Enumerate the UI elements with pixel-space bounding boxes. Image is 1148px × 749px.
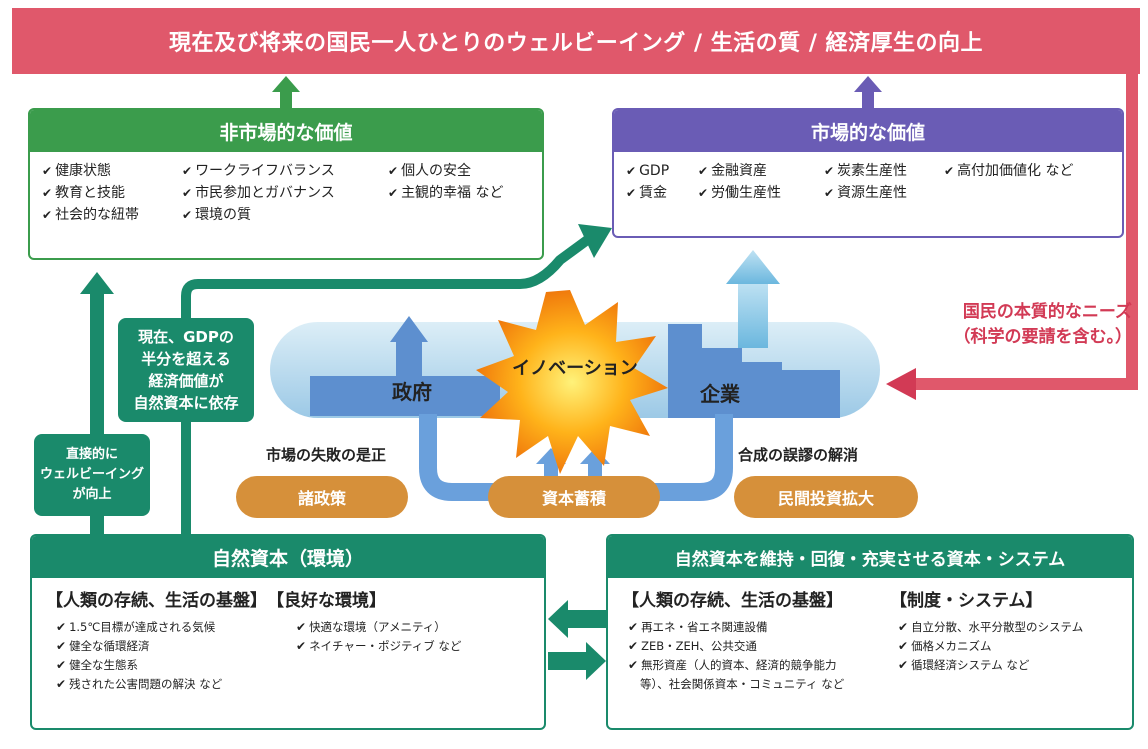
good-environment-heading: 【良好な環境】 bbox=[267, 591, 386, 611]
list-item: 社会的な紐帯 bbox=[42, 204, 176, 226]
list-item: 健康状態 bbox=[42, 160, 176, 182]
list-item: 金融資産 bbox=[698, 160, 818, 182]
natural-environment-list: 快適な環境（アメニティ） ネイチャー・ポジティブ など bbox=[296, 618, 516, 694]
fallacy-composition-label: 合成の誤謬の解消 bbox=[738, 446, 859, 464]
needs-arrow bbox=[910, 70, 1138, 390]
callout-line: 現在、GDPの bbox=[138, 328, 234, 346]
business-buildings bbox=[668, 324, 840, 418]
innovation-burst bbox=[476, 290, 668, 474]
callout-line: が向上 bbox=[72, 487, 112, 502]
list-item: 価格メカニズム bbox=[898, 637, 1118, 656]
nonmarket-value-box: 非市場的な価値 健康状態 ワークライフバランス 個人の安全 教育と技能 市民参加… bbox=[28, 108, 544, 260]
list-item: ワークライフバランス bbox=[182, 160, 382, 182]
callout-line: 経済価値が bbox=[148, 372, 224, 390]
arrow-nonmarket-to-banner bbox=[272, 76, 300, 110]
list-item: 残された公害問題の解決 など bbox=[56, 675, 296, 694]
innovation-label: イノベーション bbox=[512, 358, 638, 379]
survival-basis-heading: 【人類の存続、生活の基盤】 bbox=[46, 591, 267, 611]
private-investment-pill: 民間投資拡大 bbox=[734, 476, 918, 518]
list-item: 健全な循環経済 bbox=[56, 637, 296, 656]
capital-systems-box: 自然資本を維持・回復・充実させる資本・システム 【人類の存続、生活の基盤】 【制… bbox=[606, 534, 1134, 730]
market-failure-label: 市場の失敗の是正 bbox=[266, 446, 387, 464]
nonmarket-value-list: 健康状態 ワークライフバランス 個人の安全 教育と技能 市民参加とガバナンス 主… bbox=[30, 152, 542, 234]
list-item: 賃金 bbox=[626, 182, 692, 204]
list-item: 快適な環境（アメニティ） bbox=[296, 618, 516, 637]
business-to-market-arrow bbox=[726, 250, 780, 348]
list-item: 市民参加とガバナンス bbox=[182, 182, 382, 204]
list-item: GDP bbox=[626, 160, 692, 182]
capital-accumulation-pill: 資本蓄積 bbox=[488, 476, 660, 518]
list-item: 個人の安全 bbox=[388, 160, 542, 182]
wellbeing-banner: 現在及び将来の国民一人ひとりのウェルビーイング / 生活の質 / 経済厚生の向上 bbox=[12, 8, 1140, 74]
policies-pill: 諸政策 bbox=[236, 476, 408, 518]
needs-arrowhead bbox=[886, 368, 916, 400]
nature-to-market-arrowhead bbox=[578, 224, 612, 258]
list-item: 健全な生態系 bbox=[56, 656, 296, 675]
citizen-needs-line2: （科学の要請を含む。） bbox=[953, 327, 1133, 347]
list-item: 教育と技能 bbox=[42, 182, 176, 204]
direct-wellbeing-callout: 直接的に ウェルビーイング が向上 bbox=[34, 434, 150, 516]
list-item-continued: 等）、社会関係資本・コミュニティ など bbox=[640, 677, 845, 691]
list-item: 無形資産（人的資本、経済的競争能力 bbox=[628, 656, 898, 675]
systems-survival-heading: 【人類の存続、生活の基盤】 bbox=[622, 591, 843, 611]
callout-line: 直接的に bbox=[65, 447, 118, 462]
nature-to-market-flow bbox=[181, 233, 593, 536]
list-item: 高付加価値化 など bbox=[944, 160, 1122, 182]
gdp-dependence-callout: 現在、GDPの 半分を超える 経済価値が 自然資本に依存 bbox=[118, 318, 254, 422]
systems-to-nature-arrow bbox=[548, 600, 606, 638]
list-item: 資源生産性 bbox=[824, 182, 938, 204]
list-item: 主観的幸福 など bbox=[388, 182, 542, 204]
capital-systems-title: 自然資本を維持・回復・充実させる資本・システム bbox=[608, 536, 1132, 578]
list-item: 自立分散、水平分散型のシステム bbox=[898, 618, 1118, 637]
list-item: 労働生産性 bbox=[698, 182, 818, 204]
callout-line: 自然資本に依存 bbox=[133, 394, 239, 412]
nature-to-systems-arrow bbox=[548, 642, 606, 680]
list-item: ZEB・ZEH、公共交通 bbox=[628, 637, 898, 656]
list-item: 再エネ・省エネ関連設備 bbox=[628, 618, 898, 637]
callout-line: 半分を超える bbox=[141, 350, 231, 368]
list-item: 炭素生産性 bbox=[824, 160, 938, 182]
list-item: 循環経済システム など bbox=[898, 656, 1118, 675]
list-item: ネイチャー・ポジティブ など bbox=[296, 637, 516, 656]
market-value-box: 市場的な価値 GDP 金融資産 炭素生産性 高付加価値化 など 賃金 労働生産性… bbox=[612, 108, 1124, 238]
list-item: 1.5℃目標が達成される気候 bbox=[56, 618, 296, 637]
list-item: 環境の質 bbox=[182, 204, 382, 226]
nonmarket-value-title: 非市場的な価値 bbox=[30, 110, 542, 152]
citizen-needs-line1: 国民の本質的なニーズ bbox=[962, 302, 1132, 322]
natural-capital-box: 自然資本（環境） 【人類の存続、生活の基盤】 【良好な環境】 1.5℃目標が達成… bbox=[30, 534, 546, 730]
market-value-title: 市場的な価値 bbox=[614, 110, 1122, 152]
natural-survival-list: 1.5℃目標が達成される気候 健全な循環経済 健全な生態系 残された公害問題の解… bbox=[46, 618, 296, 694]
business-label: 企業 bbox=[700, 382, 740, 406]
market-value-list: GDP 金融資産 炭素生産性 高付加価値化 など 賃金 労働生産性 資源生産性 bbox=[614, 152, 1122, 212]
institutions-heading: 【制度・システム】 bbox=[890, 591, 1043, 611]
government-label: 政府 bbox=[392, 380, 432, 404]
government-building bbox=[310, 316, 500, 416]
callout-line: ウェルビーイング bbox=[39, 467, 144, 482]
arrow-market-to-banner bbox=[854, 76, 882, 110]
natural-capital-title: 自然資本（環境） bbox=[32, 536, 544, 578]
systems-survival-list: 再エネ・省エネ関連設備 ZEB・ZEH、公共交通 無形資産（人的資本、経済的競争… bbox=[622, 618, 898, 694]
citizen-needs-note: 国民の本質的なニーズ （科学の要請を含む。） bbox=[880, 300, 1133, 350]
institutions-list: 自立分散、水平分散型のシステム 価格メカニズム 循環経済システム など bbox=[898, 618, 1118, 694]
